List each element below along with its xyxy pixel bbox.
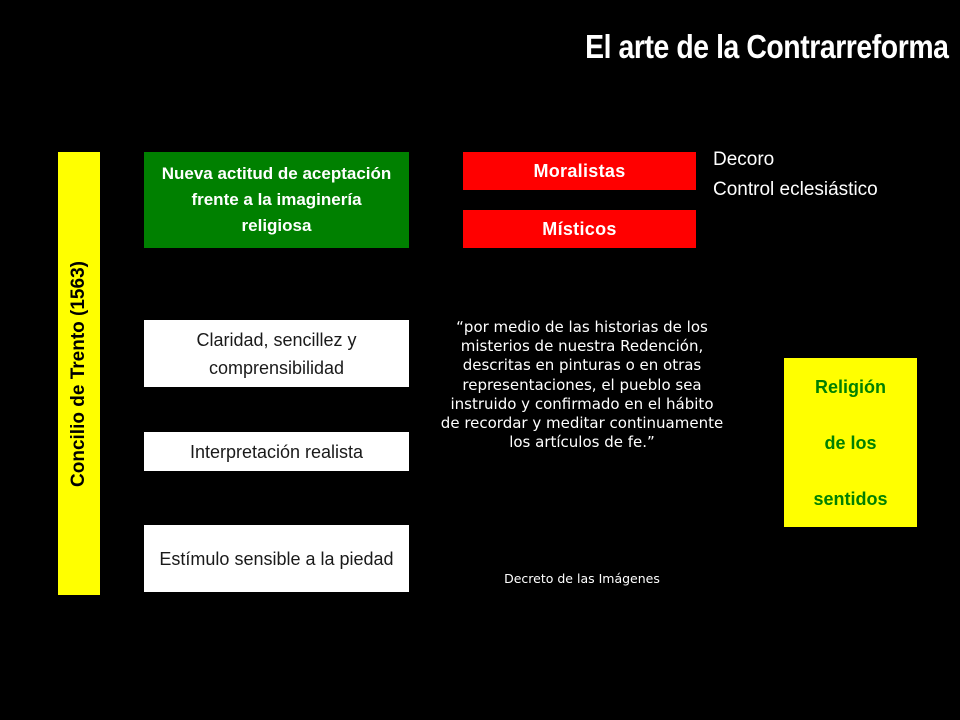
slide-title: El arte de la Contrarreforma [584,28,949,65]
attitude-box: Nueva actitud de aceptación frente a la … [144,152,409,248]
principle-piety-box: Estímulo sensible a la piedad [144,525,409,592]
moralists-box: Moralistas [463,152,696,190]
note-decorum: Decoro [713,149,775,170]
quote-source: Decreto de las Imágenes [504,571,660,586]
mystics-box: Místicos [463,210,696,248]
religion-line-1: Religión [815,376,886,397]
council-label: Concilio de Trento (1563) [68,260,89,487]
council-bar: Concilio de Trento (1563) [58,152,100,595]
religion-line-2: de los [824,432,877,453]
note-ecclesiastical-control: Control eclesiástico [713,179,878,200]
religion-line-3: sentidos [813,488,888,509]
religion-senses-box: Religión de los sentidos [784,358,917,527]
decree-quote: “por medio de las historias de los miste… [440,318,724,452]
principle-clarity-box: Claridad, sencillez y comprensibilidad [144,320,409,387]
principle-realism-box: Interpretación realista [144,432,409,471]
